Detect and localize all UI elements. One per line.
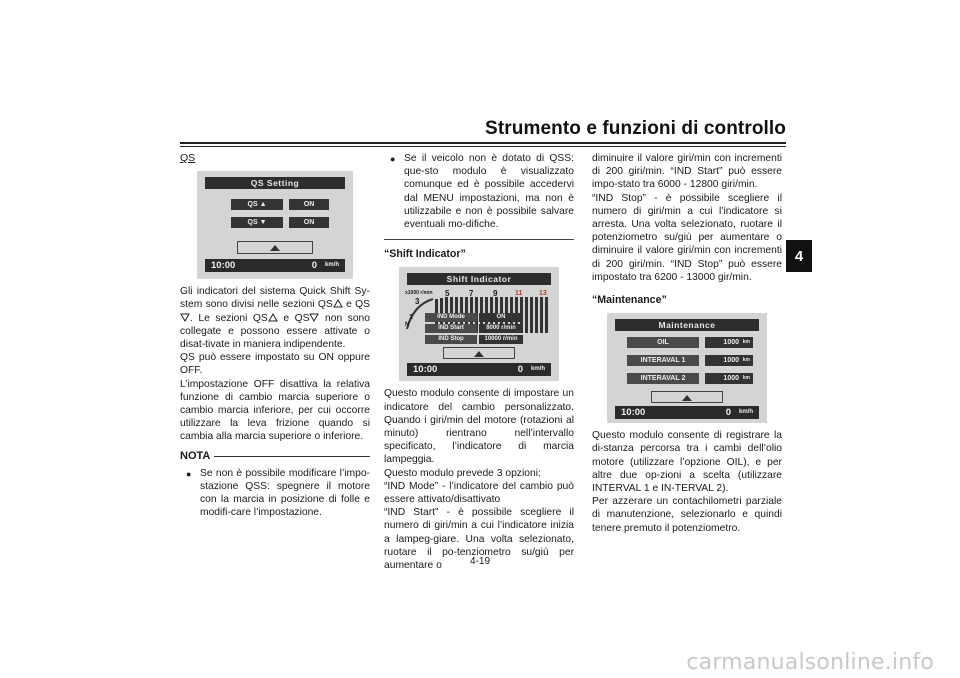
speed: 0 [517,364,523,376]
speed-unit: km/h [530,366,545,373]
qs-up-label: QS ▲ [231,199,283,211]
ind-start-value: 8000 r/min [479,324,523,334]
scale-13: 13 [539,290,547,298]
paragraph-qs-on-off: QS può essere impostato su ON oppure OFF… [180,352,370,377]
paragraph-qs-off: L’impostazione OFF disattiva la relativa… [180,378,370,443]
gear-neutral: N [405,322,410,329]
triangle-up-icon [267,312,278,322]
nota-bullet-2: ● Se il veicolo non è dotato di QSS: que… [390,153,574,231]
header-rule-thin [180,146,786,147]
triangle-up-icon [332,299,343,308]
nota-bullet-1: ● Se non è possibile modificare l’impo-s… [186,467,370,519]
up-arrow-icon [682,395,692,402]
page-header-title: Strumento e funzioni di controllo [485,118,786,139]
speed: 0 [311,260,317,272]
gear-1: 1 [409,314,413,322]
clock: 10:00 [211,260,236,272]
column-1: QS QS Setting QS ▲ ON QS ▼ ON 10:00 0 km… [180,152,370,520]
speed: 0 [725,407,731,419]
screen-title: QS Setting [205,177,345,190]
nota-label: NOTA [180,449,211,462]
header-rule [180,142,786,144]
column-3: diminuire il valore giri/min con increme… [592,152,782,535]
nota-heading: NOTA [180,450,370,463]
triangle-down-icon [180,313,190,322]
up-arrow-box [237,241,313,255]
nota-rule [214,455,370,457]
scale-5: 5 [445,289,450,299]
nota-end-rule [384,239,574,241]
qs-up-value: ON [289,199,329,211]
page-number: 4-19 [469,556,490,567]
paragraph-qs-intro: Gli indicatori del sistema Quick Shift S… [180,286,371,351]
ind-stop-label: IND Stop [425,335,477,345]
watermark: carmanualsonline.info [686,650,934,675]
ind-mode-value: ON [479,313,523,323]
bullet-icon: ● [390,154,396,164]
triangle-down-icon [309,313,320,322]
rpm-label: x1000 r/min [405,290,433,297]
screen-title: Shift Indicator [407,273,551,286]
interval-1-label: INTERAVAL 1 [627,355,699,367]
status-bar: 10:00 0 km/h [205,259,345,273]
paragraph-ind-stop: “IND Stop” - è possibile scegliere il nu… [592,192,782,283]
ind-mode-label: IND Mode [425,313,477,323]
scale-9: 9 [493,289,498,299]
maintenance-heading: “Maintenance” [592,294,667,307]
paragraph-ind-start: “IND Start” - è possibile scegliere il n… [384,507,574,572]
status-bar: 10:00 0 km/h [407,363,551,377]
ind-start-label: IND Start [425,324,477,334]
paragraph-ind-start-cont: diminuire il valore giri/min con increme… [592,153,782,191]
paragraph-shift-options: Questo modulo prevede 3 opzioni: [384,467,541,479]
column-2: ● Se il veicolo non è dotato di QSS: que… [384,152,574,572]
scale-11: 11 [515,290,523,298]
interval-2-label: INTERAVAL 2 [627,373,699,385]
qs-setting-screen: QS Setting QS ▲ ON QS ▼ ON 10:00 0 km/h [197,171,353,280]
screen-title: Maintenance [615,319,759,332]
up-arrow-icon [474,351,484,358]
ind-stop-value: 10000 r/min [479,335,523,345]
shift-indicator-heading: “Shift Indicator” [384,248,466,261]
paragraph-ind-mode: “IND Mode” - l’indicatore del cambio può… [384,480,574,506]
shift-indicator-screen: Shift Indicator x1000 r/min 3 1 N 5 7 9 … [399,267,559,382]
gear-3: 3 [415,297,420,307]
scale-7: 7 [469,289,474,299]
qs-down-label: QS ▼ [231,217,283,229]
speed-unit: km/h [324,262,339,269]
clock: 10:00 [413,364,438,376]
chapter-tab: 4 [786,240,812,272]
bullet-icon: ● [186,468,192,479]
up-arrow-box [651,391,723,404]
up-arrow-box [443,347,515,360]
paragraph-shift-intro: Questo modulo consente di impostare un i… [384,388,574,466]
up-arrow-icon [270,245,280,252]
oil-label: OIL [627,337,699,349]
paragraph-maintenance-reset: Per azzerare un contachilometri parziale… [592,496,782,534]
status-bar: 10:00 0 km/h [615,406,759,420]
paragraph-maintenance-intro: Questo modulo consente di registrare la … [592,430,782,495]
speed-unit: km/h [738,409,753,416]
clock: 10:00 [621,407,646,419]
qs-down-value: ON [289,217,329,229]
qs-heading: QS [180,152,196,164]
